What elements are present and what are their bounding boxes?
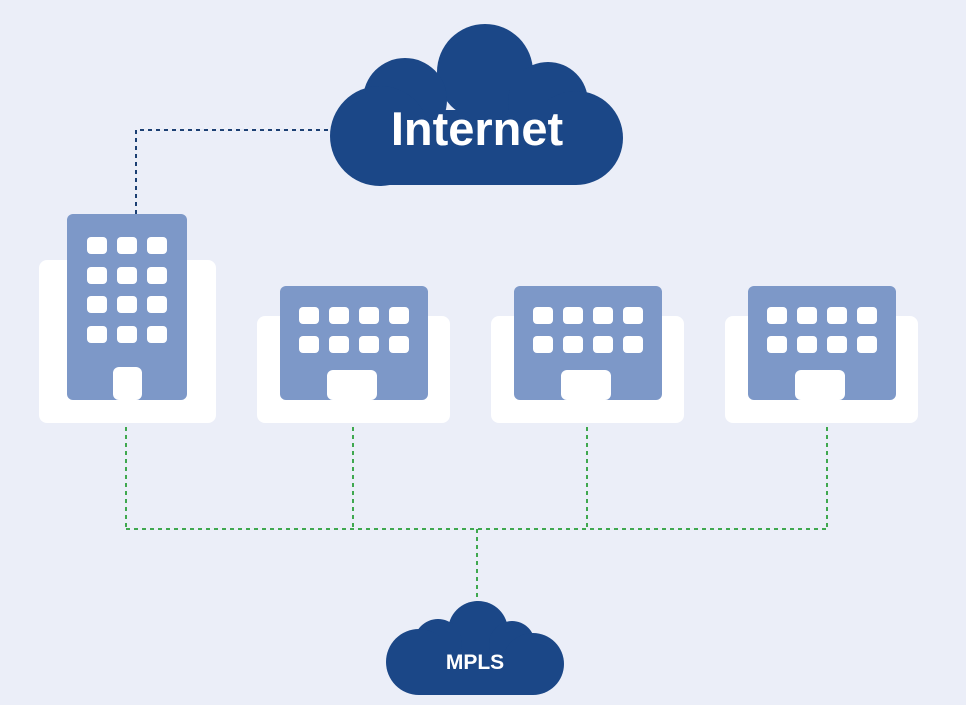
office-tower-icon [67,214,187,400]
mpls-links [125,427,828,604]
mpls-cloud-icon [386,601,564,695]
mpls-label: MPLS [446,651,504,674]
branch-office-icon [280,286,428,400]
branch-office-icon [748,286,896,400]
internet-label: Internet [391,102,564,155]
branch-office-icon [514,286,662,400]
branch-3-building[interactable] [725,286,918,423]
headquarters-building[interactable] [39,214,216,423]
internet-cloud: Internet [330,24,623,186]
internet-cloud-icon [330,24,623,186]
internet-link [135,129,330,214]
branch-1-building[interactable] [257,286,450,423]
branch-2-building[interactable] [491,286,684,423]
mpls-cloud: MPLS [386,601,564,695]
